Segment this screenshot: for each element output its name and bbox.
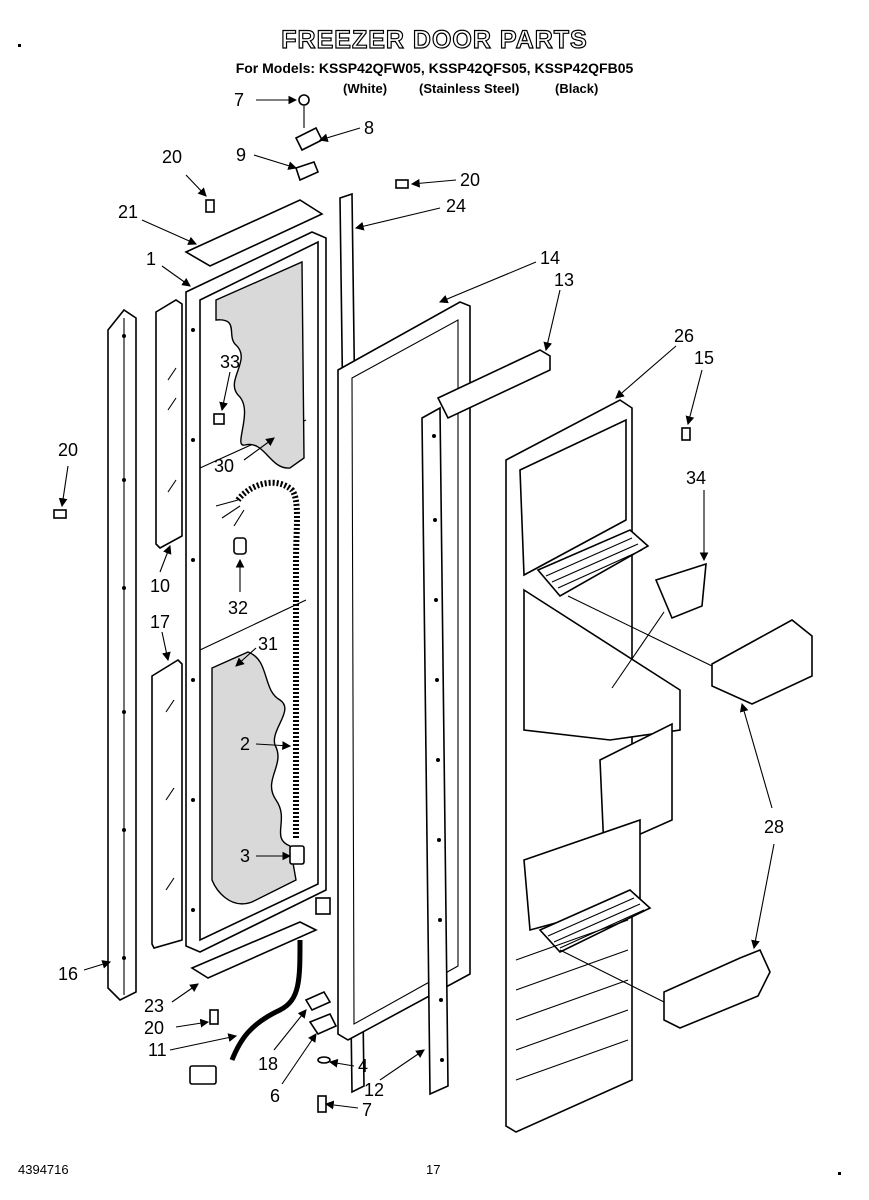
callout-34: 34 [686, 468, 706, 488]
callout-18: 18 [258, 1054, 278, 1074]
outer-door-panel [107, 308, 137, 1001]
callout-26: 26 [674, 326, 694, 346]
bottom-hinge-assembly [209, 990, 338, 1113]
wire-leads [215, 499, 245, 527]
document-number: 4394716 [18, 1162, 69, 1177]
callout-8: 8 [364, 118, 374, 138]
callout-6: 6 [270, 1086, 280, 1106]
corner-mark-bottom [838, 1172, 841, 1175]
screw-20-top [395, 179, 409, 189]
callout-33: 33 [220, 352, 240, 372]
wire-harness-tube [235, 479, 300, 840]
wire-clip [213, 413, 225, 425]
models-line: For Models: KSSP42QFW05, KSSP42QFS05, KS… [235, 60, 634, 76]
callout-24: 24 [446, 196, 466, 216]
callout-13: 13 [554, 270, 574, 290]
callout-16: 16 [58, 964, 78, 984]
callout-20-side: 20 [58, 440, 78, 460]
callout-32: 32 [228, 598, 248, 618]
callout-20-bottom: 20 [144, 1018, 164, 1038]
callout-20-top: 20 [162, 147, 182, 167]
callout-15: 15 [694, 348, 714, 368]
callout-3: 3 [240, 846, 250, 866]
ice-chute-cup [654, 562, 707, 620]
tube-fitting [189, 1065, 217, 1085]
finish-white: (White) [343, 81, 388, 96]
callout-7-bottom: 7 [362, 1100, 372, 1120]
finish-stainless: (Stainless Steel) [419, 81, 520, 96]
callout-17: 17 [150, 612, 170, 632]
callout-31: 31 [258, 634, 278, 654]
harness-grommet [289, 845, 305, 865]
screw-20-side [53, 509, 67, 519]
callout-14: 14 [540, 248, 560, 268]
corner-mark [18, 44, 21, 47]
finish-black: (Black) [555, 81, 599, 96]
callout-9: 9 [236, 145, 246, 165]
callout-labels: 7 8 9 20 20 21 24 1 14 13 26 15 33 20 30… [58, 90, 784, 1120]
callout-12: 12 [364, 1080, 384, 1100]
callout-28: 28 [764, 817, 784, 837]
upper-glass-trim [155, 299, 183, 549]
tube-clamp [315, 897, 331, 915]
callout-21: 21 [118, 202, 138, 222]
dispenser-liner [436, 349, 681, 1133]
callout-4: 4 [358, 1056, 368, 1076]
callout-7-top: 7 [234, 90, 244, 110]
lower-glass-trim [151, 658, 183, 949]
top-end-cap [184, 199, 324, 267]
callout-30: 30 [214, 456, 234, 476]
lower-foam-insulation [211, 651, 297, 905]
dispenser-trims [663, 619, 813, 1029]
connector-plug [233, 537, 247, 555]
upper-foam-insulation [215, 260, 305, 469]
water-tube [229, 939, 303, 1061]
top-hinge-assembly [205, 94, 324, 213]
callout-11: 11 [148, 1040, 167, 1060]
callout-2: 2 [240, 734, 250, 754]
drip-tray-upper [536, 529, 650, 598]
callout-1: 1 [146, 249, 156, 269]
page-number: 17 [426, 1162, 441, 1177]
screw-15 [681, 427, 691, 441]
callout-leaders [58, 95, 775, 1110]
bottom-end-cap [190, 921, 318, 979]
callout-23: 23 [144, 996, 164, 1016]
callout-10: 10 [150, 576, 170, 596]
callout-20-right: 20 [460, 170, 480, 190]
page-title: FREEZER DOOR PARTS [281, 25, 588, 54]
liner-strip [421, 406, 449, 1096]
